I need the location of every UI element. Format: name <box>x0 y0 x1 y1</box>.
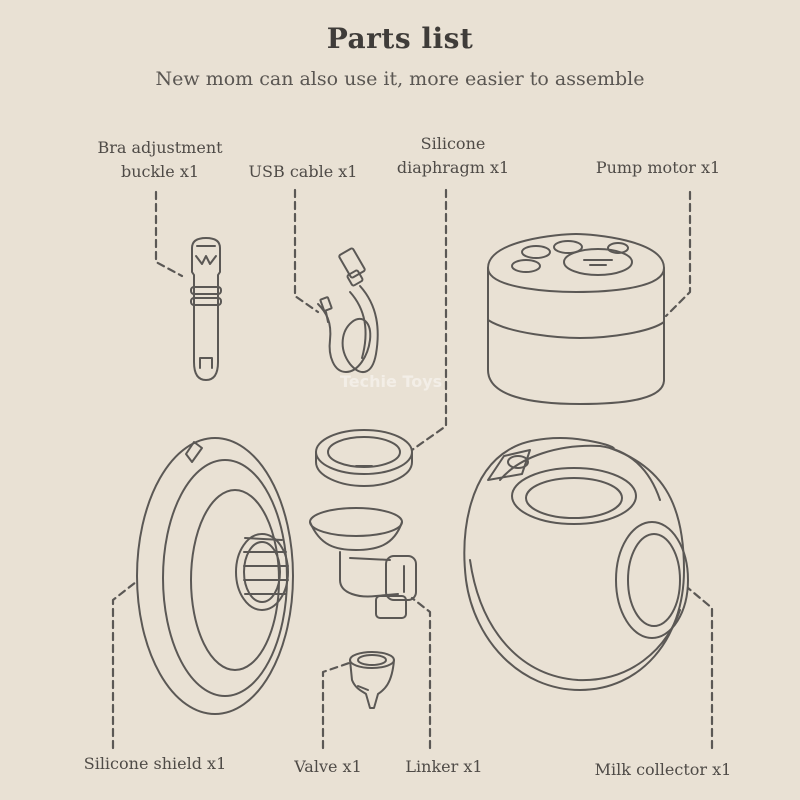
leader-valve <box>321 660 354 750</box>
label-usb-cable: USB cable x1 <box>248 162 358 181</box>
bra-buckle-icon <box>190 237 222 381</box>
shield-icon <box>136 437 294 715</box>
label-linker: Linker x1 <box>405 757 483 776</box>
label-diaphragm-line1: Silicone <box>420 134 486 153</box>
label-silicone-shield: Silicone shield x1 <box>83 754 227 773</box>
valve-icon <box>349 651 395 709</box>
label-bra-buckle-line1: Bra adjustment <box>97 138 223 157</box>
usb-cable-icon <box>317 247 379 373</box>
leader-usb-cable <box>293 188 320 314</box>
leader-linker <box>410 596 432 750</box>
pump-motor-icon <box>487 233 665 405</box>
leader-milk-collector <box>686 586 714 750</box>
page-title: Parts list <box>326 22 474 55</box>
label-milk-collector: Milk collector x1 <box>594 760 732 779</box>
label-bra-buckle-line2: buckle x1 <box>120 162 200 181</box>
label-diaphragm-line2: diaphragm x1 <box>396 158 510 177</box>
label-bra-buckle: Bra adjustment buckle x1 <box>90 136 230 184</box>
linker-icon <box>309 507 417 619</box>
leader-lines <box>111 188 714 750</box>
label-diaphragm: Silicone diaphragm x1 <box>388 132 518 180</box>
leader-shield <box>111 580 138 750</box>
leader-diaphragm <box>410 188 448 452</box>
leader-bra-buckle <box>154 190 184 278</box>
milk-collector-icon <box>463 437 689 691</box>
diaphragm-icon <box>315 429 413 487</box>
label-pump-motor: Pump motor x1 <box>595 158 721 177</box>
label-valve: Valve x1 <box>294 757 362 776</box>
page-subtitle: New mom can also use it, more easier to … <box>155 68 645 90</box>
leader-pump-motor <box>664 190 692 318</box>
watermark: Techie Toys <box>340 372 443 391</box>
